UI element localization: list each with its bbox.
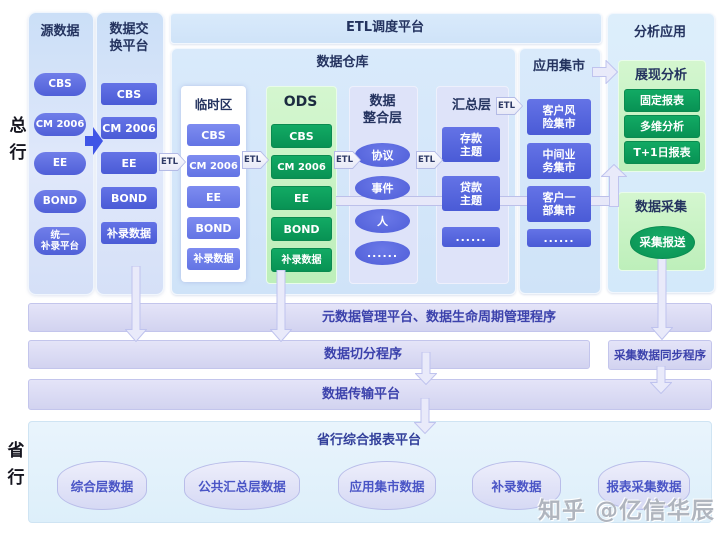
ods-item: 补录数据: [271, 248, 332, 272]
staging-item: CBS: [187, 124, 240, 146]
sync-program-box: 采集数据同步程序: [608, 340, 712, 370]
metadata-platform-bar: 元数据管理平台、数据生命周期管理程序: [28, 303, 712, 332]
source-data-title: 源数据: [40, 24, 80, 39]
integration-item: 事件: [355, 176, 410, 200]
province-item: 补录数据: [472, 461, 561, 510]
province-item: 公共汇总层数据: [184, 461, 300, 510]
summary-item: ......: [442, 227, 500, 247]
presentation-item: 固定报表: [624, 89, 700, 112]
exchange-item: CBS: [101, 83, 157, 105]
arrow-right-icon: [85, 127, 103, 155]
integration-item: 人: [355, 209, 410, 233]
ods-title: ODS: [283, 94, 318, 110]
presentation-item: 多维分析: [624, 115, 700, 138]
source-item: CM 2006: [34, 113, 86, 136]
etl-badge: ETL: [416, 151, 443, 169]
app-mart-item: 客户风 险集市: [527, 99, 591, 135]
ods-item: CM 2006: [271, 155, 332, 179]
split-program-label: 数据切分程序: [323, 347, 403, 362]
app-mart-item: 中间业 务集市: [527, 143, 591, 179]
collection-title: 数据采集: [634, 200, 687, 215]
exchange-item: BOND: [101, 187, 157, 209]
etl-badge: ETL: [159, 153, 186, 171]
source-item: BOND: [34, 190, 86, 213]
staging-item: CM 2006: [187, 155, 240, 177]
watermark: 知乎 @亿信华辰: [538, 498, 716, 524]
arrow-down-icon: [414, 398, 436, 434]
province-item: 综合层数据: [57, 461, 147, 510]
exchange-item: 补录数据: [101, 222, 157, 244]
summary-title: 汇总层: [451, 98, 491, 113]
app-mart-item: 客户一 部集市: [527, 186, 591, 222]
etl-platform-bar: [170, 13, 602, 44]
sync-program-label: 采集数据同步程序: [614, 348, 706, 362]
source-item: CBS: [34, 73, 86, 96]
staging-title: 临时区: [194, 97, 233, 112]
arrow-down-icon: [270, 270, 292, 342]
source-item: 统一 补录平台: [34, 227, 86, 255]
arrow-down-icon: [650, 366, 672, 394]
integration-item: 协议: [355, 143, 410, 167]
exchange-item: CM 2006: [101, 117, 157, 139]
app-mart-item: ......: [527, 229, 591, 247]
arrow-down-icon: [415, 352, 437, 385]
head-office-label: 总行: [9, 116, 27, 163]
etl-badge: ETL: [242, 151, 269, 169]
transfer-platform-bar: 数据传输平台: [28, 379, 712, 410]
exchange-item: EE: [101, 152, 157, 174]
warehouse-title: 数据仓库: [316, 55, 369, 70]
integration-title: 数据 整合层: [362, 94, 402, 126]
split-program-bar: 数据切分程序: [28, 340, 590, 369]
arrow-up-icon: [601, 164, 627, 207]
province-item: 报表采集数据: [598, 461, 690, 510]
metadata-platform-label: 元数据管理平台、数据生命周期管理程序: [321, 310, 557, 325]
transfer-platform-label: 数据传输平台: [321, 387, 401, 402]
arrow-right-icon: [592, 60, 618, 84]
presentation-title: 展现分析: [634, 68, 687, 83]
province-office-label: 省行: [7, 441, 25, 488]
staging-item: 补录数据: [187, 248, 240, 270]
integration-item: ......: [355, 241, 410, 265]
arrow-down-icon: [125, 266, 147, 342]
etl-badge: ETL: [334, 151, 361, 169]
province-platform-title: 省行综合报表平台: [316, 433, 421, 448]
exchange-platform-title: 数据交 换平台: [109, 22, 149, 54]
etl-badge: ETL: [496, 97, 523, 115]
presentation-item: T+1日报表: [624, 141, 700, 164]
etl-platform-title: ETL调度平台: [345, 20, 425, 35]
staging-item: BOND: [187, 217, 240, 239]
ods-item: CBS: [271, 124, 332, 148]
staging-item: EE: [187, 186, 240, 208]
source-item: EE: [34, 152, 86, 175]
province-item: 应用集市数据: [338, 461, 436, 510]
app-mart-title: 应用集市: [532, 59, 585, 74]
collection-item: 采集报送: [630, 226, 695, 259]
summary-item: 贷款 主题: [442, 176, 500, 211]
summary-item: 存款 主题: [442, 127, 500, 162]
arrow-down-icon: [651, 250, 673, 340]
ods-item: EE: [271, 186, 332, 210]
analysis-title: 分析应用: [633, 25, 686, 40]
ods-item: BOND: [271, 217, 332, 241]
